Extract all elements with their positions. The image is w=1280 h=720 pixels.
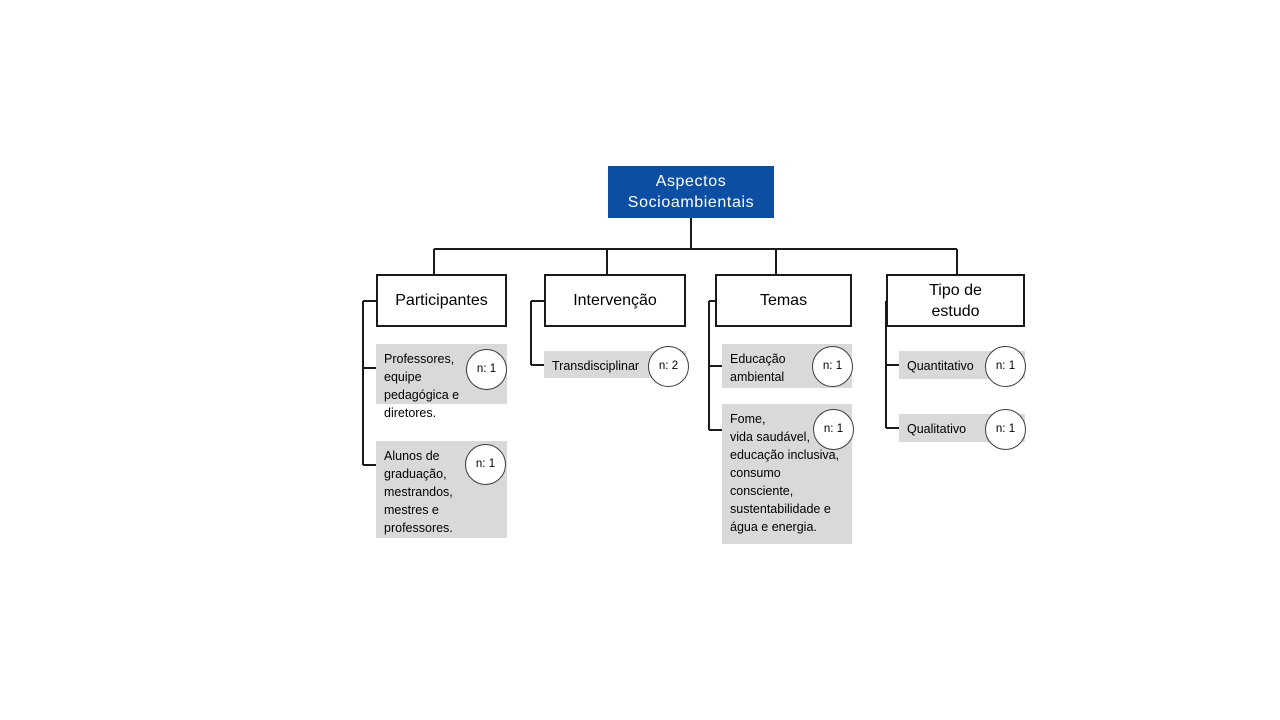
root-label-line2: Socioambientais: [627, 194, 755, 211]
category-label-participantes: Participantes: [395, 292, 488, 309]
category-box-temas[interactable]: Temas: [715, 274, 852, 327]
category-box-participantes[interactable]: Participantes: [376, 274, 507, 327]
root-node[interactable]: Aspectos Socioambientais: [608, 166, 774, 218]
category-box-tipo-de-estudo[interactable]: Tipo de estudo: [886, 274, 1025, 327]
badge-participantes-2: n: 1: [465, 444, 506, 485]
badge-intervencao-1: n: 2: [648, 346, 689, 387]
badge-tipo-de-estudo-2: n: 1: [985, 409, 1026, 450]
leaf-tipo-de-estudo-2-text: Qualitativo: [907, 422, 967, 436]
badge-temas-1: n: 1: [812, 346, 853, 387]
leaf-temas-1-text: Educação ambiental: [730, 352, 786, 384]
category-label-tipo-de-estudo-line1: Tipo de: [929, 281, 982, 299]
leaf-temas-2-text: Fome, vida saudável, educação inclusiva,…: [730, 412, 840, 534]
leaf-participantes-2-text: Alunos de graduação, mestrandos, mestres…: [384, 449, 453, 535]
badge-participantes-1: n: 1: [466, 349, 507, 390]
leaf-participantes-1-text: Professores, equipe pedagógica e diretor…: [384, 352, 460, 420]
badge-temas-2: n: 1: [813, 409, 854, 450]
leaf-intervencao-1-text: Transdisciplinar: [552, 359, 640, 373]
category-box-intervencao[interactable]: Intervenção: [544, 274, 686, 327]
root-label-line1: Aspectos: [655, 173, 727, 190]
category-label-intervencao: Intervenção: [573, 292, 657, 309]
leaf-tipo-de-estudo-1-text: Quantitativo: [907, 359, 974, 373]
category-label-temas: Temas: [759, 292, 808, 309]
category-label-tipo-de-estudo-line2: estudo: [931, 302, 980, 320]
badge-tipo-de-estudo-1: n: 1: [985, 346, 1026, 387]
